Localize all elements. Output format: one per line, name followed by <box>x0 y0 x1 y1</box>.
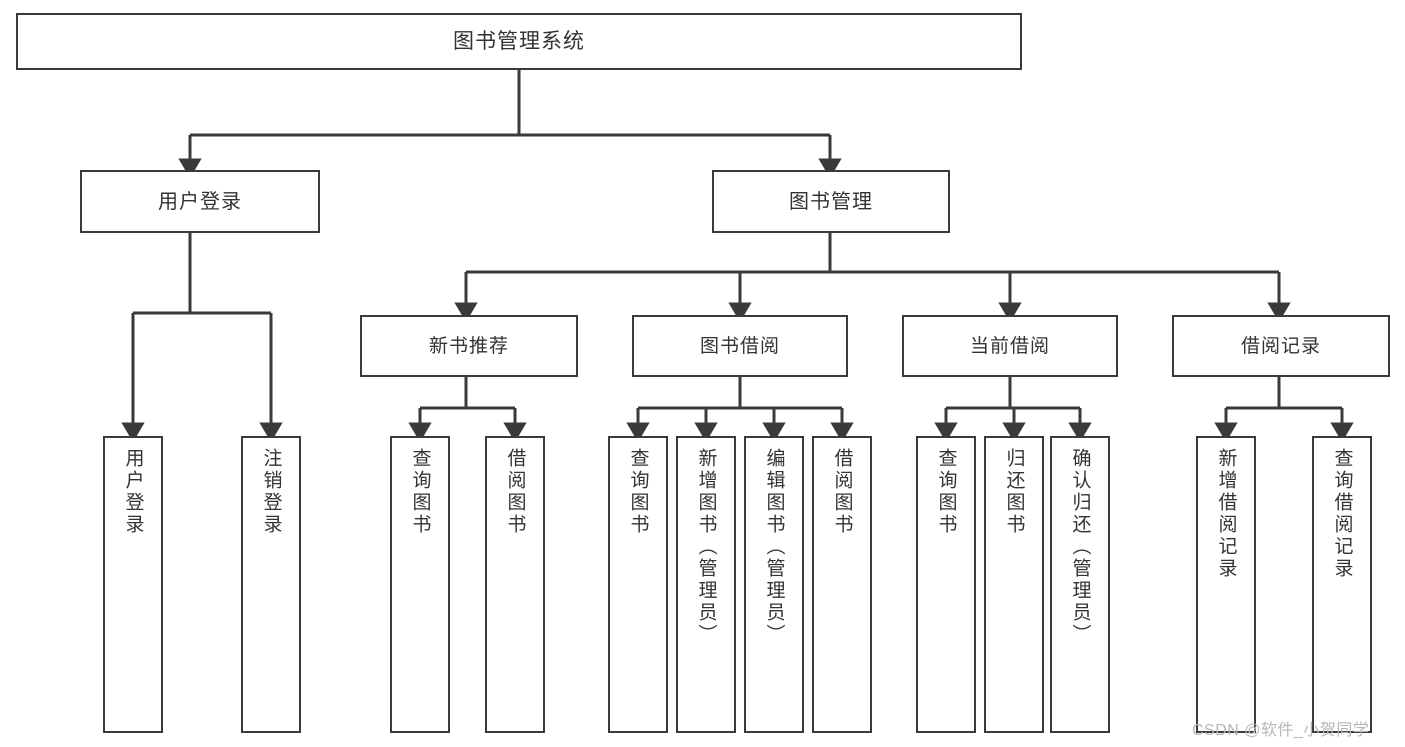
leaf-user-login[interactable]: 用户登录 <box>103 436 163 733</box>
leaf-record-query-borrow-record[interactable]: 查询借阅记录 <box>1312 436 1372 733</box>
node-label: 查询借阅记录 <box>1331 448 1353 580</box>
node-label: 借阅图书 <box>831 448 853 536</box>
node-label: 图书借阅 <box>699 335 780 357</box>
node-label: 查询图书 <box>409 448 431 536</box>
leaf-current-query-book[interactable]: 查询图书 <box>916 436 976 733</box>
node-label: 当前借阅 <box>969 335 1050 357</box>
node-borrow-record[interactable]: 借阅记录 <box>1172 315 1390 377</box>
node-label: 查询图书 <box>935 448 957 536</box>
node-current-borrow[interactable]: 当前借阅 <box>902 315 1118 377</box>
node-label: 新增图书（管理员） <box>695 448 717 646</box>
node-book-management[interactable]: 图书管理 <box>712 170 950 233</box>
node-user-login[interactable]: 用户登录 <box>80 170 320 233</box>
node-label: 新书推荐 <box>428 335 509 357</box>
leaf-user-logout[interactable]: 注销登录 <box>241 436 301 733</box>
node-label: 编辑图书（管理员） <box>763 448 785 646</box>
node-book-management-system[interactable]: 图书管理系统 <box>16 13 1022 70</box>
node-label: 新增借阅记录 <box>1215 448 1237 580</box>
node-book-borrow[interactable]: 图书借阅 <box>632 315 848 377</box>
node-label: 借阅记录 <box>1240 335 1321 357</box>
node-label: 用户登录 <box>122 448 144 536</box>
node-label: 确认归还（管理员） <box>1069 448 1091 646</box>
leaf-record-add-borrow-record[interactable]: 新增借阅记录 <box>1196 436 1256 733</box>
node-label: 借阅图书 <box>504 448 526 536</box>
leaf-borrow-add-book-admin[interactable]: 新增图书（管理员） <box>676 436 736 733</box>
node-label: 用户登录 <box>158 190 242 213</box>
leaf-current-return-book[interactable]: 归还图书 <box>984 436 1044 733</box>
leaf-borrow-edit-book-admin[interactable]: 编辑图书（管理员） <box>744 436 804 733</box>
leaf-borrow-borrow-book[interactable]: 借阅图书 <box>812 436 872 733</box>
node-label: 图书管理系统 <box>453 30 585 53</box>
leaf-recommend-query-book[interactable]: 查询图书 <box>390 436 450 733</box>
leaf-current-confirm-return-admin[interactable]: 确认归还（管理员） <box>1050 436 1110 733</box>
leaf-recommend-borrow-book[interactable]: 借阅图书 <box>485 436 545 733</box>
leaf-borrow-query-book[interactable]: 查询图书 <box>608 436 668 733</box>
node-label: 图书管理 <box>789 190 873 213</box>
node-new-book-recommend[interactable]: 新书推荐 <box>360 315 578 377</box>
node-label: 查询图书 <box>627 448 649 536</box>
node-label: 归还图书 <box>1003 448 1025 536</box>
node-label: 注销登录 <box>260 448 282 536</box>
